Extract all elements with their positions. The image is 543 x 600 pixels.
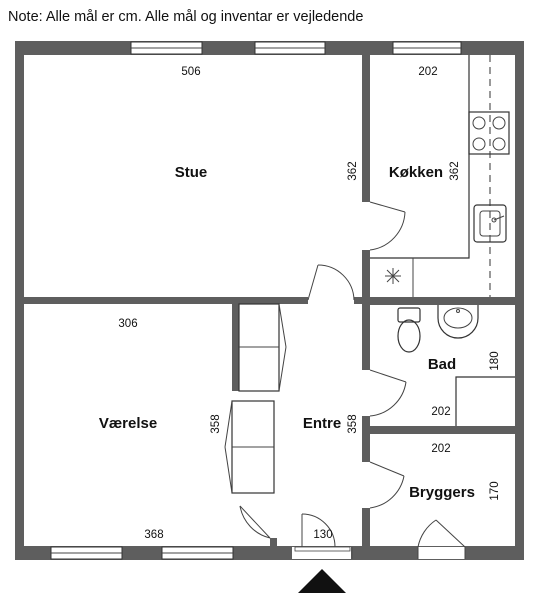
dim-vaerelse-height: 358 (210, 414, 222, 433)
windows (50, 41, 462, 560)
dim-stue-height: 362 (347, 161, 359, 180)
toilet-icon (397, 307, 421, 353)
dim-vaerelse-width-bottom: 368 (144, 529, 163, 541)
dim-stue-width: 506 (181, 66, 200, 78)
dim-bad-height: 180 (489, 351, 501, 370)
extractor-icon (385, 268, 401, 284)
washbasin-icon (437, 305, 479, 339)
dim-bryggers-height: 170 (489, 481, 501, 500)
room-label-stue: Stue (175, 164, 208, 181)
dim-kokken-width: 202 (418, 66, 437, 78)
shower-area (455, 376, 515, 426)
door-bryggers (369, 461, 405, 509)
room-label-bryggers: Bryggers (409, 484, 475, 501)
interior-walls (24, 55, 515, 546)
kitchen-sink-icon (473, 204, 507, 243)
dim-bryggers-width: 202 (431, 443, 450, 455)
door-bad (369, 369, 407, 417)
dim-entre-door: 130 (313, 529, 332, 541)
plan-note: Note: Alle mål er cm. Alle mål og invent… (8, 9, 364, 25)
door-kokken (369, 201, 406, 251)
dim-bad-width: 202 (431, 406, 450, 418)
door-vaerelse (239, 505, 271, 539)
wardrobes (224, 303, 287, 494)
kitchen-counter (370, 55, 510, 297)
dim-kokken-height: 362 (449, 161, 461, 180)
door-bryggers-exterior (417, 519, 466, 559)
dim-vaerelse-width-top: 306 (118, 318, 137, 330)
entrance-door (292, 513, 353, 559)
door-stue-entre (307, 264, 355, 301)
entrance-arrow-icon (298, 569, 346, 593)
room-label-bad: Bad (428, 356, 456, 373)
room-label-kokken: Køkken (389, 164, 443, 181)
stove-icon (468, 111, 510, 155)
dim-entre-height: 358 (347, 414, 359, 433)
room-label-entre: Entre (303, 415, 341, 432)
room-label-vaerelse: Værelse (99, 415, 157, 432)
